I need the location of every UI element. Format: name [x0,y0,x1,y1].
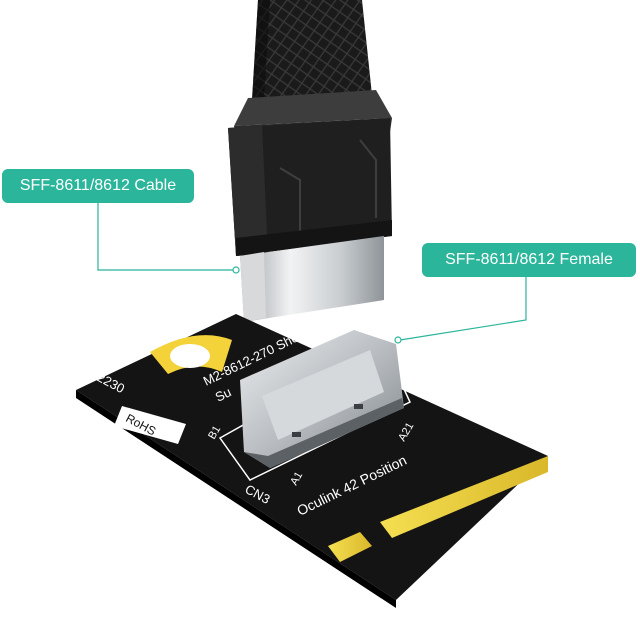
gold-edge-contacts [328,456,548,562]
pcb-board [76,314,548,600]
oculink-socket [218,330,411,481]
cable-collar [234,90,392,126]
callout-female-label: SFF-8611/8612 Female [422,243,636,277]
board-model-line-2: Su [213,384,234,404]
rohs-badge [114,406,186,444]
plug-metal-tongue [240,236,384,322]
pin-label-a1: A1 [288,470,305,488]
pin-label-b1: B1 [206,424,223,442]
callout-leader-lines [97,203,527,344]
callout-cable-label: SFF-8611/8612 Cable [2,169,194,203]
plug-housing [228,118,392,256]
braided-cable [252,0,372,100]
